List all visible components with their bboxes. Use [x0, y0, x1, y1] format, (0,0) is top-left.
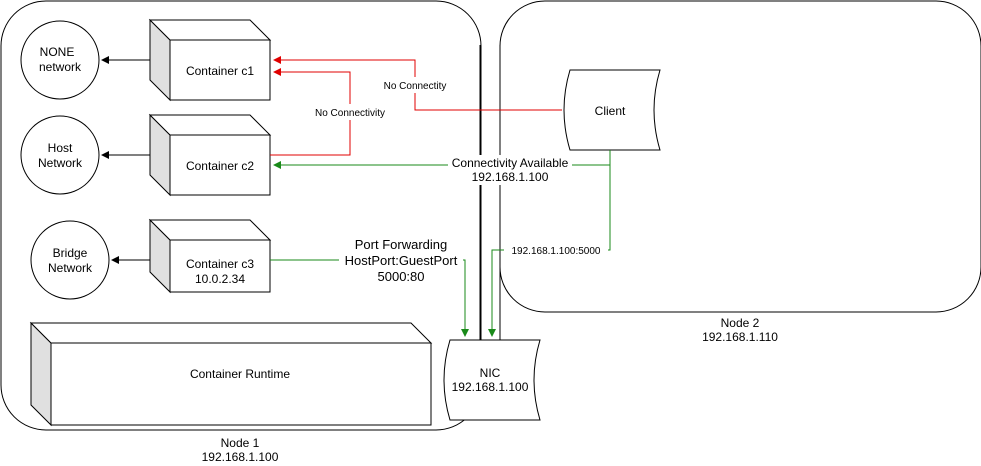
container-c2: Container c2 [148, 113, 272, 197]
container-c3-label: Container c3 [186, 257, 254, 271]
node2-ip: 192.168.1.110 [702, 330, 778, 344]
container-runtime-label: Container Runtime [190, 367, 290, 381]
none-network: NONE network [20, 20, 100, 100]
label-port-mapping: 5000:80 [378, 269, 425, 284]
label-port-forwarding: Port Forwarding [355, 237, 447, 252]
none-network-label-1: NONE [40, 45, 75, 59]
container-runtime: Container Runtime [29, 321, 433, 427]
bridge-network-label-2: Network [48, 261, 93, 275]
container-c1-label: Container c1 [186, 64, 254, 78]
client: Client [563, 69, 661, 151]
node2-name: Node 2 [721, 316, 760, 330]
container-c3-ip: 10.0.2.34 [195, 272, 245, 286]
nic-ip: 192.168.1.100 [452, 380, 529, 394]
label-hostport-guestport: HostPort:GuestPort [345, 253, 458, 268]
label-no-connectity: No Connectity [384, 81, 447, 92]
nic-label: NIC [480, 366, 501, 380]
container-c1: Container c1 [148, 18, 272, 102]
host-network-label-2: Network [38, 156, 83, 170]
container-c3: Container c3 10.0.2.34 [148, 218, 272, 294]
none-network-label-2: network [39, 60, 82, 74]
node2-boundary [499, 0, 981, 313]
node1-ip: 192.168.1.100 [202, 450, 279, 464]
nic: NIC 192.168.1.100 [443, 339, 541, 421]
client-label: Client [595, 104, 626, 118]
bridge-network-label-1: Bridge [53, 246, 88, 260]
container-c2-label: Container c2 [186, 159, 254, 173]
edge-c3-nic [270, 259, 469, 337]
label-connectivity-ip: 192.168.1.100 [472, 170, 549, 184]
label-no-connectivity: No Connectivity [315, 108, 385, 119]
node1-name: Node 1 [221, 436, 260, 450]
host-network-label-1: Host [48, 141, 73, 155]
bridge-network: Bridge Network [30, 220, 110, 300]
label-client-nic: 192.168.1.100:5000 [512, 246, 601, 257]
host-network: Host Network [20, 115, 100, 195]
label-connectivity-available: Connectivity Available [452, 156, 569, 170]
